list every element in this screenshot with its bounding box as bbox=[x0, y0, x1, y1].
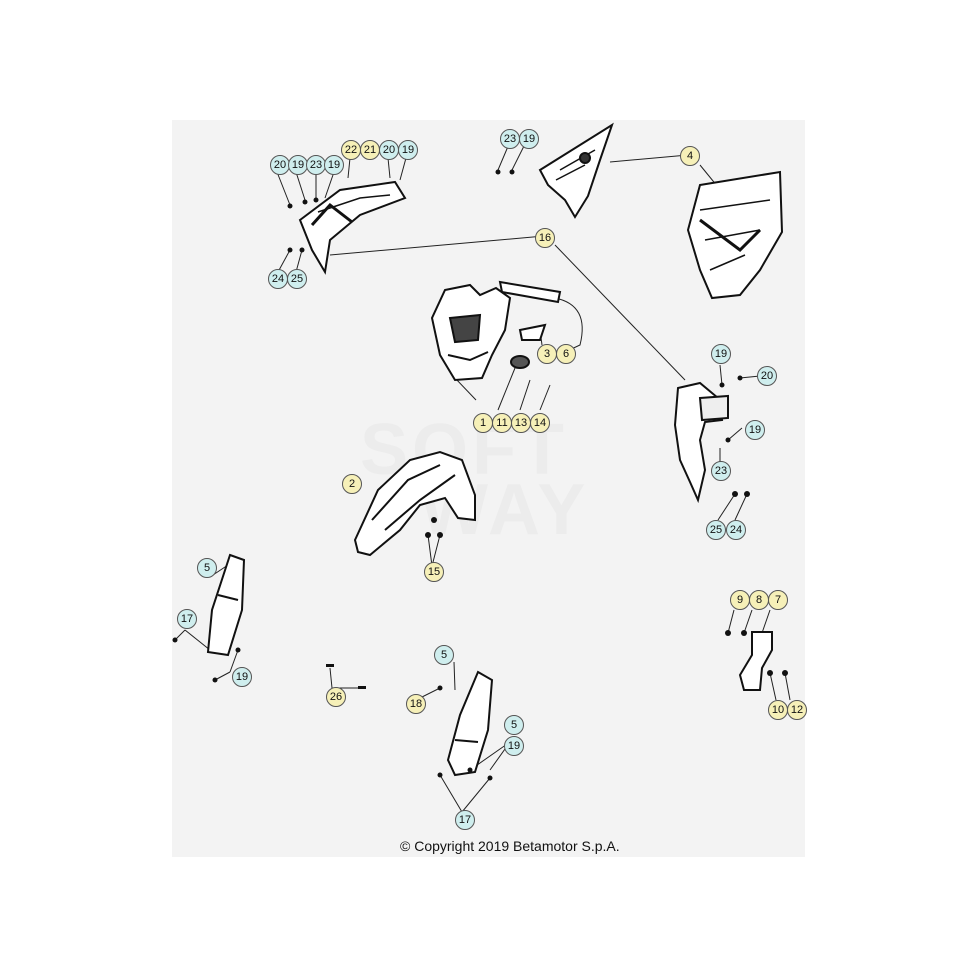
callout-19[interactable]: 19 bbox=[745, 420, 765, 440]
callout-23[interactable]: 23 bbox=[500, 129, 520, 149]
callout-5[interactable]: 5 bbox=[434, 645, 454, 665]
callout-15[interactable]: 15 bbox=[424, 562, 444, 582]
callout-20[interactable]: 20 bbox=[757, 366, 777, 386]
callout-20[interactable]: 20 bbox=[270, 155, 290, 175]
callout-9[interactable]: 9 bbox=[730, 590, 750, 610]
callout-5[interactable]: 5 bbox=[504, 715, 524, 735]
callout-19[interactable]: 19 bbox=[519, 129, 539, 149]
callout-21[interactable]: 21 bbox=[360, 140, 380, 160]
copyright-text: © Copyright 2019 Betamotor S.p.A. bbox=[400, 838, 620, 854]
callout-22[interactable]: 22 bbox=[341, 140, 361, 160]
callout-24[interactable]: 24 bbox=[726, 520, 746, 540]
callout-19[interactable]: 19 bbox=[398, 140, 418, 160]
callout-4[interactable]: 4 bbox=[680, 146, 700, 166]
callout-23[interactable]: 23 bbox=[306, 155, 326, 175]
callout-25[interactable]: 25 bbox=[706, 520, 726, 540]
callout-19[interactable]: 19 bbox=[324, 155, 344, 175]
callout-26[interactable]: 26 bbox=[326, 687, 346, 707]
callout-24[interactable]: 24 bbox=[268, 269, 288, 289]
callout-18[interactable]: 18 bbox=[406, 694, 426, 714]
callout-5[interactable]: 5 bbox=[197, 558, 217, 578]
callout-3[interactable]: 3 bbox=[537, 344, 557, 364]
callout-17[interactable]: 17 bbox=[455, 810, 475, 830]
callout-1[interactable]: 1 bbox=[473, 413, 493, 433]
callout-16[interactable]: 16 bbox=[535, 228, 555, 248]
callout-12[interactable]: 12 bbox=[787, 700, 807, 720]
callout-11[interactable]: 11 bbox=[492, 413, 512, 433]
callout-8[interactable]: 8 bbox=[749, 590, 769, 610]
callout-10[interactable]: 10 bbox=[768, 700, 788, 720]
callout-19[interactable]: 19 bbox=[711, 344, 731, 364]
callout-19[interactable]: 19 bbox=[232, 667, 252, 687]
callout-17[interactable]: 17 bbox=[177, 609, 197, 629]
callout-13[interactable]: 13 bbox=[511, 413, 531, 433]
callout-14[interactable]: 14 bbox=[530, 413, 550, 433]
callout-19[interactable]: 19 bbox=[288, 155, 308, 175]
callout-25[interactable]: 25 bbox=[287, 269, 307, 289]
callout-23[interactable]: 23 bbox=[711, 461, 731, 481]
callout-2[interactable]: 2 bbox=[342, 474, 362, 494]
callout-7[interactable]: 7 bbox=[768, 590, 788, 610]
callout-20[interactable]: 20 bbox=[379, 140, 399, 160]
callout-6[interactable]: 6 bbox=[556, 344, 576, 364]
callout-19[interactable]: 19 bbox=[504, 736, 524, 756]
